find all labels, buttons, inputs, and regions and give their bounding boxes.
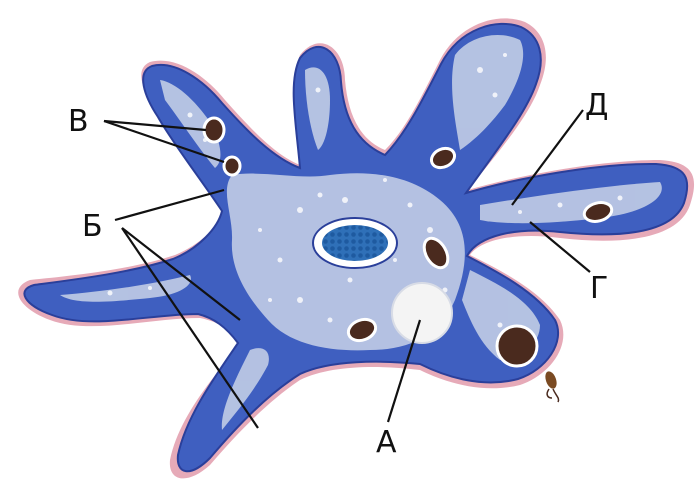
label-a: А — [376, 425, 397, 460]
label-d: Д — [585, 88, 608, 123]
engulfed-prey — [497, 326, 537, 366]
label-g: Г — [590, 271, 608, 306]
granules — [150, 40, 700, 480]
nucleus-core — [322, 225, 388, 261]
contractile-vacuole — [392, 283, 452, 343]
label-b: Б — [82, 209, 103, 244]
label-v: В — [68, 104, 89, 139]
